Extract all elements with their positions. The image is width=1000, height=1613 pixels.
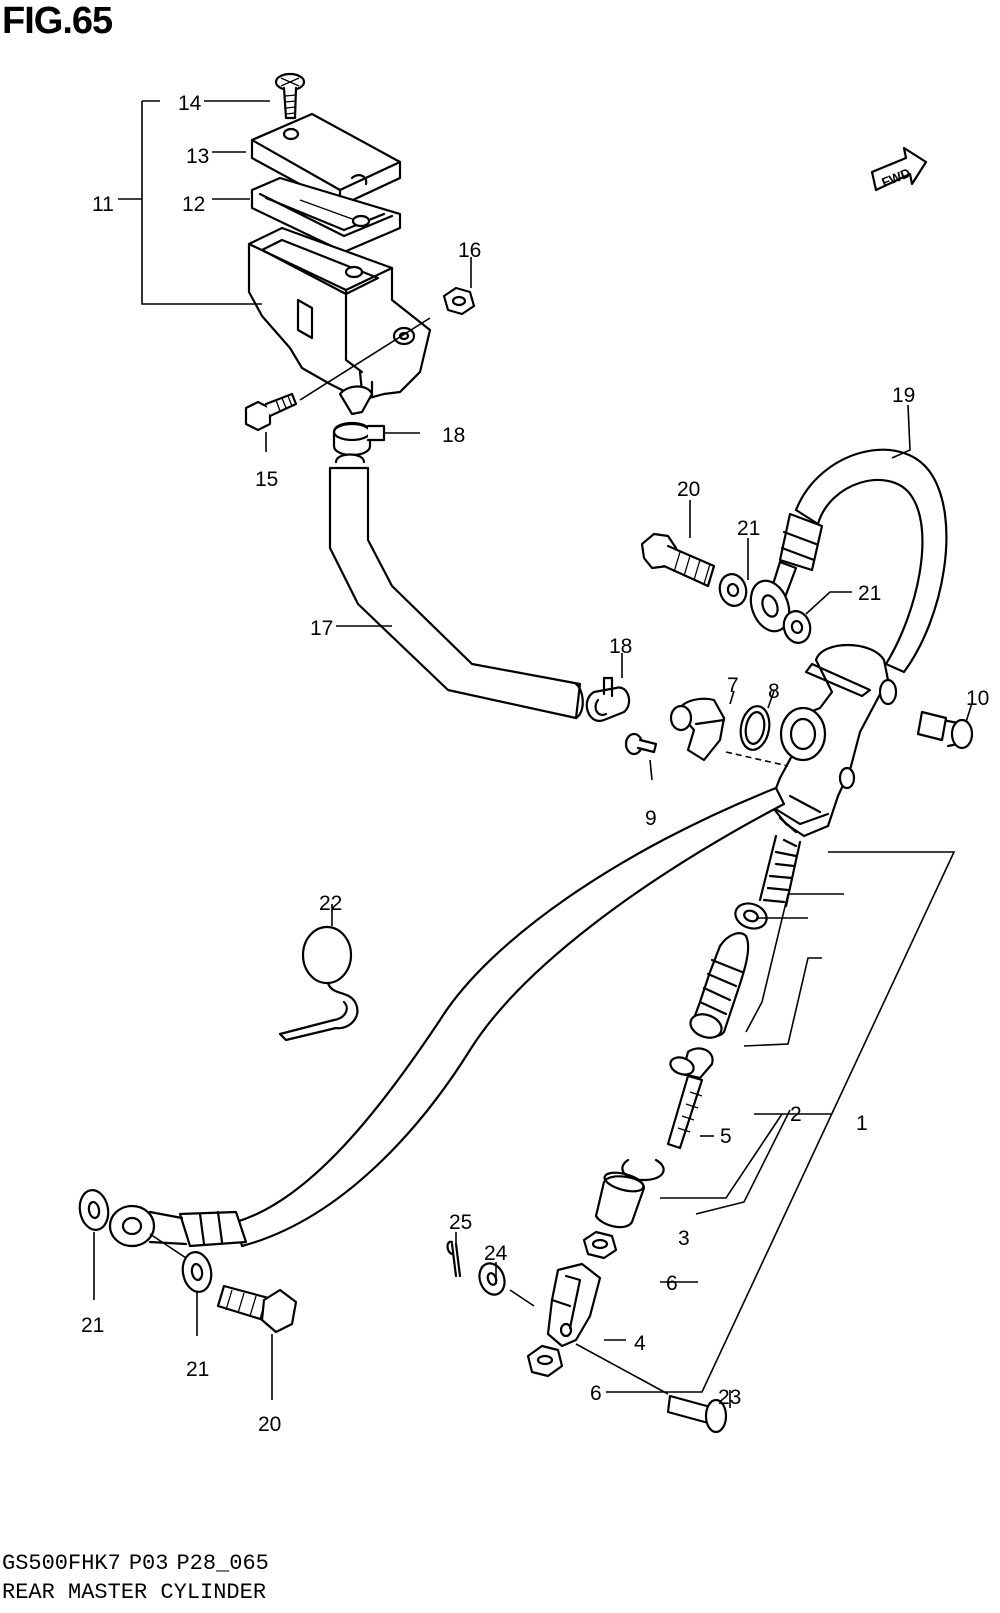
callout-20-upper: 20 <box>677 478 700 501</box>
callout-2: 2 <box>790 1103 802 1126</box>
callout-7: 7 <box>727 674 739 697</box>
callout-25: 25 <box>449 1211 472 1234</box>
callout-20-lower: 20 <box>258 1413 281 1436</box>
callout-10: 10 <box>966 687 989 710</box>
lock-nut-lower <box>526 1344 564 1378</box>
hose-clamp-upper <box>332 421 386 464</box>
callout-21-lower-a: 21 <box>81 1314 104 1337</box>
reservoir-nut <box>442 286 476 316</box>
sealing-washer-upper-a <box>718 573 748 607</box>
callout-1: 1 <box>856 1112 868 1135</box>
callout-21-upper-b: 21 <box>858 582 881 605</box>
callout-23: 23 <box>718 1386 741 1409</box>
callout-15: 15 <box>255 468 278 491</box>
callout-22: 22 <box>319 892 342 915</box>
mounting-bolt <box>916 710 974 750</box>
callout-18-upper: 18 <box>442 424 465 447</box>
pin-washer <box>478 1262 506 1296</box>
callout-11: 11 <box>92 193 114 216</box>
callout-16: 16 <box>458 239 481 262</box>
callout-8: 8 <box>768 680 780 703</box>
brake-hose-upper <box>749 448 948 674</box>
reservoir-bolt <box>244 392 298 432</box>
callout-18-lower: 18 <box>609 635 632 658</box>
callout-21-upper-a: 21 <box>737 517 760 540</box>
connector-screw <box>624 732 658 756</box>
hose-clip <box>278 925 359 1042</box>
callout-3: 3 <box>678 1227 690 1250</box>
push-rod <box>666 1047 714 1150</box>
dust-boot <box>594 1171 646 1229</box>
cotter-pin <box>446 1240 462 1278</box>
sealing-washer-lower-a <box>78 1189 110 1231</box>
master-cylinder-body <box>768 643 898 838</box>
piston-cup <box>734 902 768 930</box>
union-bolt-upper <box>640 532 716 588</box>
callout-6-lower: 6 <box>590 1382 602 1405</box>
callout-13: 13 <box>186 145 209 168</box>
callout-21-lower-b: 21 <box>186 1358 209 1381</box>
sealing-washer-upper-b <box>782 610 812 644</box>
callout-14: 14 <box>178 92 202 115</box>
region-code: P03 <box>128 1551 169 1576</box>
union-bolt-lower <box>216 1284 298 1334</box>
callout-9: 9 <box>645 807 657 830</box>
sealing-washer-lower-b <box>181 1251 213 1293</box>
callout-6-upper: 6 <box>666 1272 678 1295</box>
hose-clamp-lower <box>585 676 631 722</box>
hose-connector <box>669 697 726 762</box>
clevis-joint <box>546 1262 602 1348</box>
piston <box>689 932 750 1039</box>
circlip <box>621 1158 665 1182</box>
reservoir-body <box>247 226 432 416</box>
callout-labels: 1 2 3 4 5 6 6 7 8 9 10 11 12 13 14 15 16… <box>81 92 989 1436</box>
clevis-pin <box>666 1394 728 1434</box>
callout-12: 12 <box>182 193 205 216</box>
leader-lines <box>93 100 973 1408</box>
callout-24: 24 <box>484 1242 508 1265</box>
callout-17: 17 <box>310 617 333 640</box>
page-code: P28_065 <box>176 1551 269 1576</box>
callout-5: 5 <box>720 1125 732 1148</box>
push-rod-spring <box>758 834 802 908</box>
figure-code: GS500FHK7 P03 P28_065 <box>2 1551 277 1576</box>
reservoir-diaphragm <box>250 176 402 254</box>
fwd-arrow-icon: FWD <box>870 146 928 192</box>
reservoir-hose <box>328 466 584 720</box>
model-code: GS500FHK7 <box>2 1551 121 1576</box>
figure-name: REAR MASTER CYLINDER <box>2 1580 267 1605</box>
callout-19: 19 <box>892 384 915 407</box>
reservoir-screw <box>274 72 306 120</box>
figure-title: FIG.65 <box>2 0 113 42</box>
lock-nut-upper <box>582 1230 618 1260</box>
connector-o-ring <box>739 705 771 751</box>
brake-hose-lower <box>108 786 786 1248</box>
callout-4: 4 <box>634 1332 646 1355</box>
